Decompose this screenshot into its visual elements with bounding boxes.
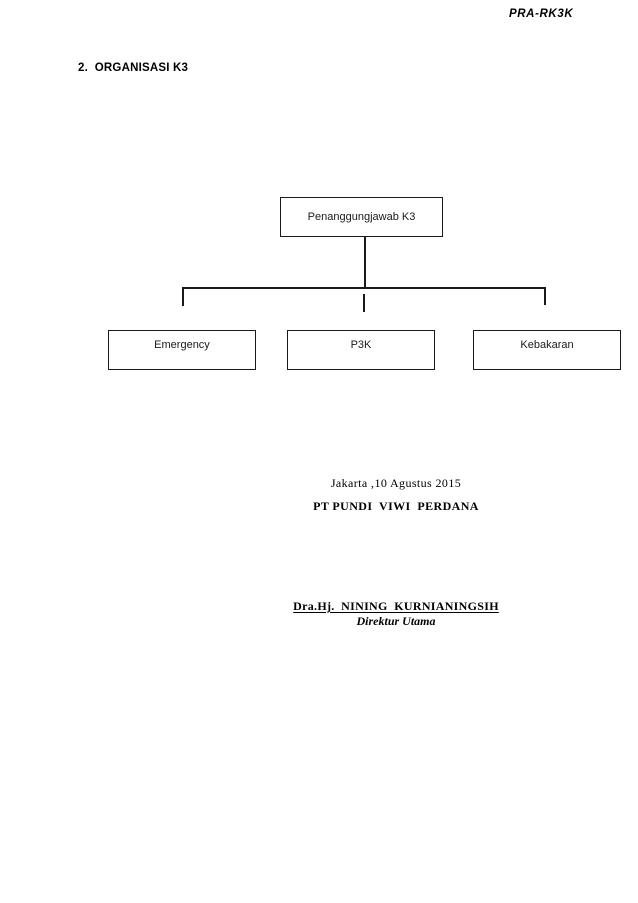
org-node-emergency: Emergency <box>108 330 256 370</box>
company-name: PT PUNDI VIWI PERDANA <box>313 499 479 513</box>
page-header-tag: PRA-RK3K <box>509 8 574 20</box>
connector-stub-left <box>182 288 184 306</box>
org-node-p3k-label: P3K <box>350 339 372 351</box>
org-node-kebakaran: Kebakaran <box>473 330 621 370</box>
connector-stub-right <box>544 288 546 305</box>
org-node-root-label: Penanggungjawab K3 <box>307 211 416 223</box>
place-date: Jakarta ,10 Agustus 2015 <box>330 476 462 490</box>
org-node-root: Penanggungjawab K3 <box>280 197 443 237</box>
connector-stub-middle <box>363 294 365 312</box>
connector-root-drop <box>364 237 366 287</box>
connector-horizontal <box>182 287 546 289</box>
signatory-title: Direktur Utama <box>356 614 436 628</box>
org-node-p3k: P3K <box>287 330 435 370</box>
org-node-emergency-label: Emergency <box>154 339 210 351</box>
org-node-kebakaran-label: Kebakaran <box>520 339 574 351</box>
signatory-name: Dra.Hj. NINING KURNIANINGSIH <box>293 599 499 613</box>
section-heading: 2. ORGANISASI K3 <box>78 62 189 74</box>
